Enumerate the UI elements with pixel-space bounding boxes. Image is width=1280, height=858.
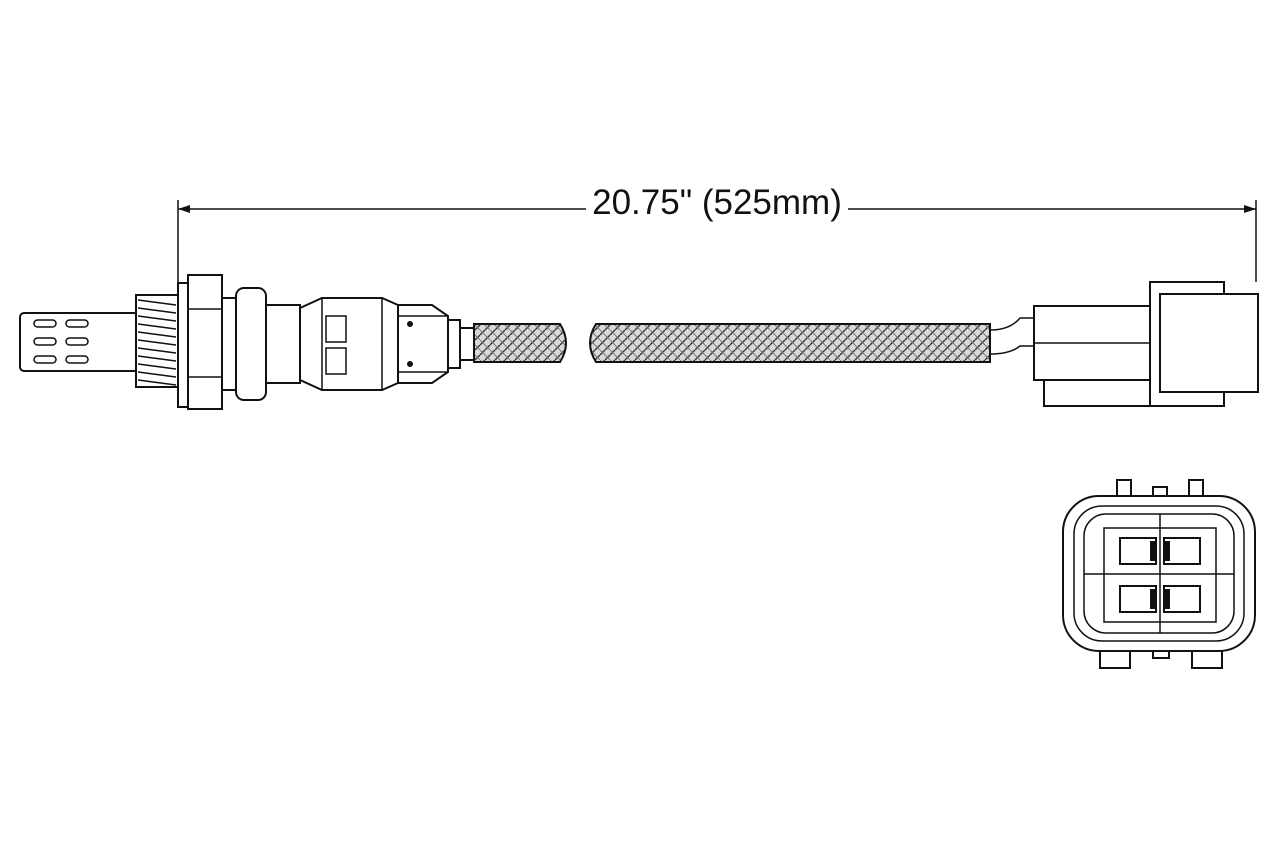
braided-cable xyxy=(473,323,991,363)
thread-line xyxy=(137,355,177,362)
thread-line xyxy=(137,315,177,322)
thread-line xyxy=(137,371,177,378)
connector-face-icon xyxy=(1062,479,1256,669)
sensor-thread xyxy=(135,294,179,388)
thread-line xyxy=(137,363,177,370)
thread-line xyxy=(137,307,177,314)
hex-nut xyxy=(177,274,223,410)
connector-side xyxy=(1033,281,1259,407)
sensor-tip xyxy=(19,312,139,372)
thread-line xyxy=(137,323,177,330)
dimension-line xyxy=(177,200,1257,282)
connector-pins xyxy=(1119,537,1201,613)
sensor-body xyxy=(221,287,475,401)
thread-line xyxy=(137,347,177,354)
thread-line xyxy=(137,331,177,338)
lead-wires xyxy=(989,317,1034,355)
thread-line xyxy=(137,299,177,306)
thread-line xyxy=(137,339,177,346)
thread-line xyxy=(137,379,177,386)
